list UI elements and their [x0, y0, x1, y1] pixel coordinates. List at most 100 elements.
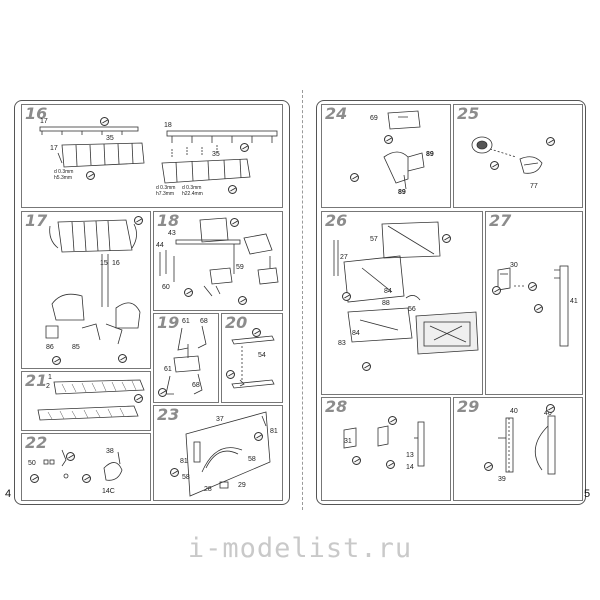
part-label: 58	[248, 456, 256, 463]
step-16: 16 17 35 17 d 0.3mm h5.3mm 18 35 d 0.3mm…	[21, 104, 283, 208]
dimension-label: h22.4mm	[182, 191, 203, 197]
part-label: 56	[408, 306, 416, 313]
glue-icon	[492, 286, 501, 295]
part-label: 18	[164, 122, 172, 129]
part-label: 61	[164, 366, 172, 373]
step-19: 19 61 68 61 68	[153, 313, 219, 403]
glue-icon	[546, 404, 555, 413]
glue-icon	[226, 370, 235, 379]
step-26: 26 57 27 84 88 56 83 84	[321, 211, 483, 395]
glue-icon	[254, 432, 263, 441]
part-label: 57	[370, 236, 378, 243]
glue-icon	[170, 468, 179, 477]
part-label: 44	[156, 242, 164, 249]
step-23: 23 37 81 81 58 58 28 29	[153, 405, 283, 501]
glue-icon	[228, 185, 237, 194]
part-label: 54	[258, 352, 266, 359]
part-label: 89	[426, 151, 434, 158]
glue-icon	[230, 218, 239, 227]
step-21: 21 1 2	[21, 371, 151, 431]
step-29: 29 40 40 39	[453, 397, 583, 501]
part-label: 13	[406, 452, 414, 459]
part-label: 84	[384, 288, 392, 295]
glue-icon	[134, 216, 143, 225]
part-label: 14	[406, 464, 414, 471]
step-number: 23	[157, 405, 180, 424]
step-number: 25	[457, 104, 480, 123]
step-number: 22	[25, 433, 48, 452]
glue-icon	[184, 288, 193, 297]
step-23-drawing	[185, 411, 271, 497]
step-number: 28	[325, 397, 348, 416]
part-label: 35	[212, 151, 220, 158]
step-25: 25 77	[453, 104, 583, 208]
part-label: 1	[48, 374, 52, 381]
step-16-drawing	[39, 126, 278, 184]
part-label: 28	[204, 486, 212, 493]
part-label: 27	[340, 254, 348, 261]
glue-icon	[82, 474, 91, 483]
part-label: 77	[530, 183, 538, 190]
glue-icon	[240, 143, 249, 152]
part-label: 61	[182, 318, 190, 325]
instruction-page-left: 16 17 35 17 d 0.3mm h5.3mm 18 35 d 0.3mm…	[14, 100, 290, 505]
glue-icon	[528, 282, 537, 291]
part-label: 83	[338, 340, 346, 347]
dimension-label: d 0.3mm	[156, 185, 176, 191]
part-label: 81	[180, 458, 188, 465]
dimension-label: h7.3mm	[156, 191, 175, 197]
part-label: 2	[46, 383, 50, 390]
step-17: 17 15 16 86 85	[21, 211, 151, 369]
step-27: 27 30 41	[485, 211, 583, 395]
part-label: 85	[72, 344, 80, 351]
glue-icon	[52, 356, 61, 365]
step-number: 24	[325, 104, 348, 123]
glue-icon	[490, 161, 499, 170]
part-label: 88	[382, 300, 390, 307]
glue-icon	[66, 452, 75, 461]
step-17-drawing	[45, 219, 141, 345]
glue-icon	[118, 354, 127, 363]
step-25-drawing	[471, 136, 543, 174]
glue-icon	[238, 296, 247, 305]
step-21-drawing	[37, 379, 145, 421]
step-18-drawing	[159, 217, 279, 297]
glue-icon	[546, 137, 555, 146]
step-number: 16	[25, 104, 48, 123]
part-label: 68	[192, 382, 200, 389]
glue-icon	[388, 416, 397, 425]
part-label: 17	[50, 145, 58, 152]
part-label: 40	[544, 410, 552, 417]
part-label: 69	[370, 115, 378, 122]
instruction-page-right: 24 69 89 89 25 77	[316, 100, 586, 505]
glue-icon	[352, 456, 361, 465]
part-label: 37	[216, 416, 224, 423]
part-label: 14C	[102, 488, 115, 495]
step-number: 26	[325, 211, 348, 230]
glue-icon	[158, 388, 167, 397]
part-label: 60	[162, 284, 170, 291]
part-label: 81	[270, 428, 278, 435]
part-label: 86	[46, 344, 54, 351]
step-20-drawing	[231, 335, 275, 389]
part-label: 29	[238, 482, 246, 489]
glue-icon	[534, 304, 543, 313]
page-divider	[302, 90, 303, 510]
part-label: 31	[344, 438, 352, 445]
glue-icon	[86, 171, 95, 180]
part-label: 40	[510, 408, 518, 415]
part-label: 59	[236, 264, 244, 271]
part-label: 38	[106, 448, 114, 455]
step-number: 21	[25, 371, 48, 390]
part-label: 15	[100, 260, 108, 267]
page-number: 5	[584, 488, 591, 500]
watermark: i-modelist.ru	[187, 533, 413, 564]
glue-icon	[384, 135, 393, 144]
page-number: 4	[5, 488, 12, 500]
part-label: 68	[200, 318, 208, 325]
glue-icon	[30, 474, 39, 483]
part-label: 50	[28, 460, 36, 467]
step-number: 18	[157, 211, 180, 230]
part-label: 30	[510, 262, 518, 269]
part-label: 41	[570, 298, 578, 305]
